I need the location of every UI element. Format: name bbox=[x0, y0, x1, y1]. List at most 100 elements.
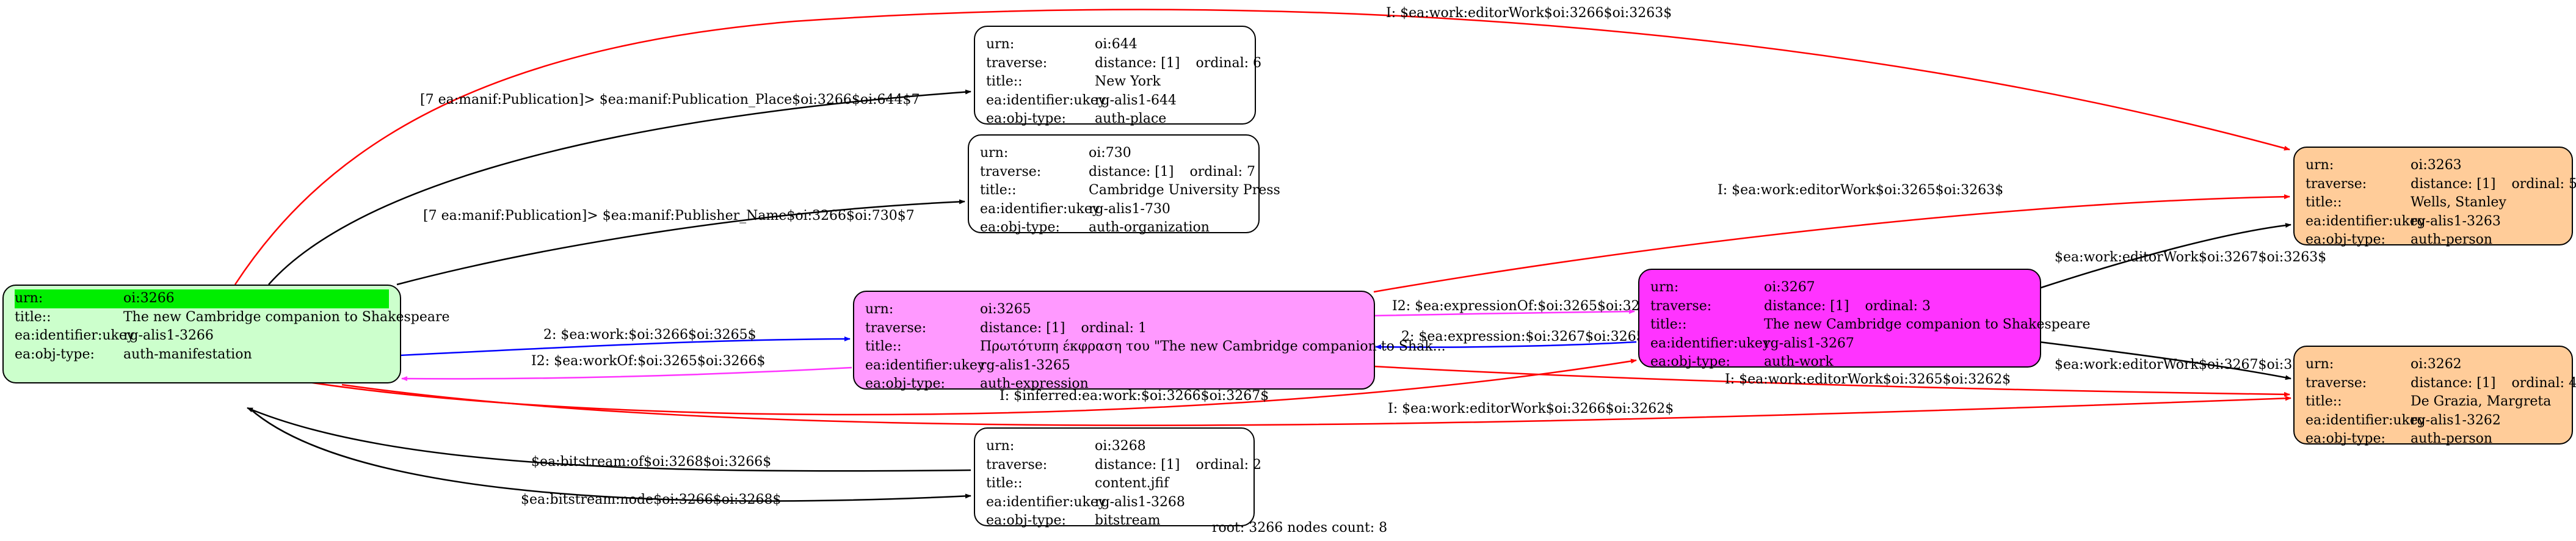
urn-label: urn: bbox=[986, 438, 1015, 454]
objtype-value: auth-manifestation bbox=[123, 346, 252, 362]
urn-label: urn: bbox=[980, 145, 1009, 161]
ukey-label: ea:identifier:ukey bbox=[986, 92, 1106, 108]
node-urn-row: urn:oi:3265 bbox=[865, 300, 1363, 319]
node-objtype-row: ea:obj-type: auth-person bbox=[2306, 430, 2561, 449]
title-value: The new Cambridge companion to Shakespea… bbox=[1764, 317, 2091, 332]
edge-3265-3262 bbox=[1373, 365, 2290, 397]
edge-label: I: $ea:work:editorWork$oi:3265$oi:3262$ bbox=[1725, 372, 2011, 387]
node-3267[interactable]: urn:oi:3267 traverse:distance: [1]ordina… bbox=[1638, 269, 2091, 369]
objtype-value: auth-person bbox=[2411, 232, 2493, 247]
ordinal-value: ordinal: 2 bbox=[1195, 457, 1262, 473]
ukey-label: ea:identifier:ukey bbox=[15, 328, 135, 343]
edge-3265-3263 bbox=[1373, 194, 2290, 293]
node-urn-row: urn: oi:730 bbox=[980, 144, 1247, 163]
title-label: title:: bbox=[865, 339, 902, 354]
node-title-row: title::New York bbox=[986, 73, 1244, 92]
node-3262[interactable]: urn:oi:3262 traverse:distance: [1]ordina… bbox=[2293, 346, 2576, 446]
traverse-value: distance: [1] bbox=[1089, 164, 1174, 180]
ukey-value: rg-alis1-3263 bbox=[2411, 213, 2501, 229]
title-value: content.jfif bbox=[1095, 476, 1169, 491]
node-title-row: title::Wells, Stanley bbox=[2306, 194, 2561, 212]
edge-3268-3266 bbox=[247, 407, 971, 472]
node-objtype-row: ea:obj-type: auth-expression bbox=[865, 375, 1363, 394]
edge-3266-730 bbox=[396, 199, 965, 286]
urn-label: urn: bbox=[2306, 158, 2334, 173]
edge-3267-3265 bbox=[1375, 341, 1637, 350]
node-urn-row: urn:oi:3266 bbox=[15, 289, 389, 308]
ordinal-value: ordinal: 5 bbox=[2511, 176, 2576, 192]
urn-label: urn: bbox=[1650, 280, 1679, 295]
objtype-label: ea:obj-type: bbox=[986, 513, 1066, 528]
objtype-label: ea:obj-type: bbox=[2306, 431, 2386, 446]
node-objtype-row: ea:obj-type:auth-place bbox=[986, 110, 1244, 129]
objtype-value: auth-person bbox=[2411, 431, 2493, 446]
node-urn-row: urn: oi:3263 bbox=[2306, 156, 2561, 175]
node-traverse-row: traverse:distance: [1]ordinal: 3 bbox=[1650, 297, 2029, 316]
node-objtype-row: ea:obj-type: bitstream bbox=[986, 512, 1243, 531]
edge-3266-644 bbox=[268, 89, 971, 285]
node-730[interactable]: urn:oi:730 traverse:distance: [1]ordinal… bbox=[968, 134, 1280, 235]
node-traverse-row: traverse:distance: [1]ordinal: 5 bbox=[2306, 175, 2576, 194]
edge-3267-3263 bbox=[2039, 223, 2291, 289]
node-urn-row: urn:oi:644 bbox=[986, 35, 1244, 54]
title-value: New York bbox=[1095, 74, 1161, 89]
ordinal-value: ordinal: 6 bbox=[1195, 55, 1262, 71]
edge-label: $ea:work:editorWork$oi:3267$oi:3263$ bbox=[2055, 250, 2326, 265]
objtype-label: ea:obj-type: bbox=[865, 376, 945, 391]
urn-value: oi:3262 bbox=[2411, 357, 2462, 372]
title-label: title:: bbox=[2306, 394, 2342, 409]
objtype-value: auth-expression bbox=[980, 376, 1089, 391]
node-urn-row: urn:oi:3262 bbox=[2306, 355, 2561, 374]
urn-value: oi:3263 bbox=[2411, 158, 2462, 173]
urn-label: urn: bbox=[986, 37, 1015, 52]
traverse-label: traverse: bbox=[986, 55, 1048, 71]
node-3266[interactable]: urn:oi:3266 title::The new Cambridge com… bbox=[2, 285, 450, 383]
ukey-label: ea:identifier:ukey bbox=[865, 357, 985, 373]
objtype-value: auth-place bbox=[1095, 111, 1167, 126]
node-traverse-row: traverse:distance: [1]ordinal: 4 bbox=[2306, 374, 2576, 393]
edge-label: I2: $ea:expressionOf:$oi:3265$oi:3267$ bbox=[1392, 299, 1666, 314]
urn-label: urn: bbox=[15, 291, 43, 306]
ukey-value: rg-alis1-644 bbox=[1095, 92, 1177, 108]
node-title-row: title::Cambridge University Press bbox=[980, 181, 1280, 200]
node-title-row: title::The new Cambridge companion to Sh… bbox=[1650, 316, 2091, 335]
traverse-value: distance: [1] bbox=[1764, 298, 1849, 314]
edge-3267-3262 bbox=[2039, 341, 2291, 380]
node-traverse-row: traverse:distance: [1]ordinal: 2 bbox=[986, 456, 1261, 475]
traverse-label: traverse: bbox=[986, 457, 1048, 473]
traverse-label: traverse: bbox=[2306, 375, 2367, 391]
node-objtype-row: ea:obj-type:auth-person bbox=[2306, 231, 2561, 250]
node-644[interactable]: urn:oi:644 traverse:distance: [1]ordinal… bbox=[974, 26, 1261, 126]
title-value: Wells, Stanley bbox=[2411, 195, 2506, 210]
urn-value: oi:730 bbox=[1089, 145, 1131, 161]
node-3268[interactable]: urn:oi:3268 traverse:distance: [1]ordina… bbox=[974, 427, 1261, 528]
title-label: title:: bbox=[2306, 195, 2342, 210]
edge-3265-3267 bbox=[1373, 309, 1635, 317]
node-objtype-row: ea:obj-type:auth-manifestation bbox=[15, 346, 389, 365]
objtype-value: bitstream bbox=[1095, 513, 1161, 528]
node-objtype-row: ea:obj-type:auth-organization bbox=[980, 219, 1247, 238]
title-label: title:: bbox=[986, 74, 1023, 89]
node-3263[interactable]: urn: oi:3263 traverse:distance: [1]ordina… bbox=[2293, 147, 2576, 247]
traverse-value: distance: [1] bbox=[980, 320, 1065, 336]
objtype-value: auth-work bbox=[1764, 354, 1834, 369]
edge-label: I: $ea:work:editorWork$oi:3265$oi:3263$ bbox=[1718, 183, 2003, 198]
ukey-value: rg-alis1-3262 bbox=[2411, 412, 2501, 428]
ordinal-value: ordinal: 3 bbox=[1865, 298, 1931, 314]
node-traverse-row: traverse:distance: [1]ordinal: 6 bbox=[986, 54, 1261, 73]
edge-label: I2: $ea:workOf:$oi:3265$oi:3266$ bbox=[531, 354, 766, 369]
objtype-label: ea:obj-type: bbox=[1650, 354, 1730, 369]
node-urn-row: urn:oi:3267 bbox=[1650, 278, 2029, 297]
objtype-value: auth-organization bbox=[1089, 220, 1210, 235]
ordinal-value: ordinal: 1 bbox=[1081, 320, 1147, 336]
edge-3266-3263 bbox=[234, 9, 2290, 285]
title-label: title:: bbox=[1650, 317, 1687, 332]
title-value: Cambridge University Press bbox=[1089, 183, 1280, 198]
edge-label: I: $ea:work:editorWork$oi:3266$oi:3263$ bbox=[1386, 5, 1672, 21]
ukey-label: ea:identifier:ukey bbox=[1650, 335, 1771, 351]
node-3265[interactable]: urn:oi:3265 traverse:distance: [1]ordina… bbox=[853, 291, 1446, 391]
